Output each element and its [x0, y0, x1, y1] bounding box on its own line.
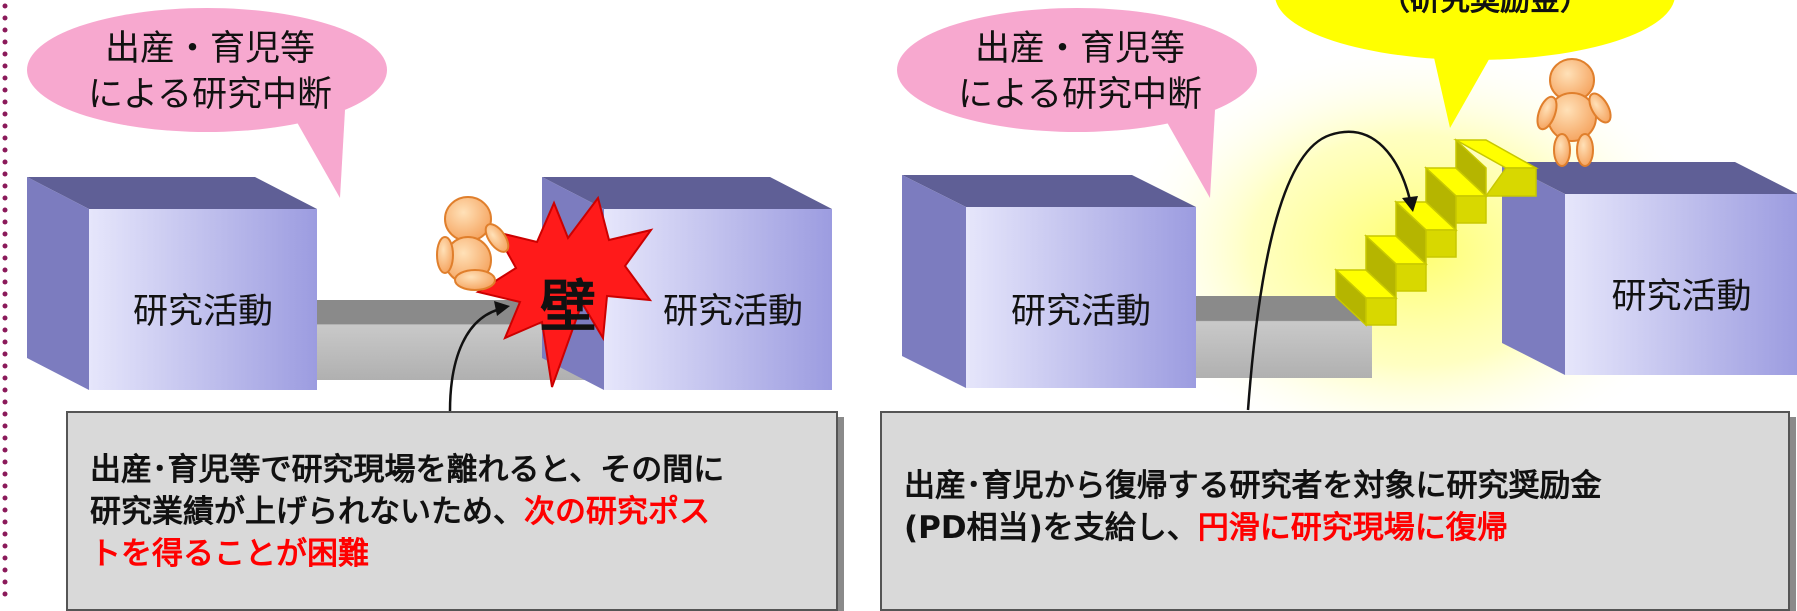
person-icon [1536, 58, 1612, 167]
left-bubble-line-1: 出産・育児等 [104, 29, 315, 69]
wall-label: 壁 [540, 275, 596, 340]
wall-burst [475, 195, 654, 388]
left-block-1-label: 研究活動 [132, 292, 273, 332]
left-note-box: 出産･育児等で研究現場を離れると、その間に 研究業績が上げられないため、次の研究… [66, 411, 838, 611]
right-note-line-2-normal: (PD相当)を支給し、 [904, 510, 1198, 546]
right-note-line-1: 出産･育児から復帰する研究者を対象に研究奨励金 [904, 468, 1602, 504]
left-note-line-2-red: 次の研究ポス [524, 494, 710, 530]
left-note-line-1: 出産･育児等で研究現場を離れると、その間に [90, 452, 725, 488]
left-bubble-line-2: による研究中断 [88, 75, 332, 115]
right-block-1-label: 研究活動 [1010, 292, 1151, 332]
right-bubble-text: 出産・育児等 による研究中断 [930, 26, 1230, 118]
right-top-bubble-text: （研究奨励金） [1380, 0, 1590, 18]
right-curved-arrow [1246, 130, 1418, 411]
left-note-line-2-normal: 研究業績が上げられないため、 [90, 494, 524, 530]
right-bubble-line-1: 出産・育児等 [974, 29, 1185, 69]
left-block-1 [27, 177, 317, 390]
left-curved-arrow [448, 301, 510, 412]
right-speech-bubble [897, 8, 1257, 198]
left-speech-bubble [27, 8, 387, 198]
right-note-line-2-red: 円滑に研究現場に復帰 [1197, 510, 1508, 546]
right-bubble-line-2: による研究中断 [958, 75, 1202, 115]
left-block-2-label: 研究活動 [662, 292, 803, 332]
right-block-1 [902, 175, 1196, 388]
right-note-line-2: (PD相当)を支給し、円滑に研究現場に復帰 [904, 507, 1768, 549]
right-top-bubble [1275, 0, 1675, 128]
dotted-border [2, 3, 8, 597]
left-note-line-3: トを得ることが困難 [90, 536, 369, 572]
right-block-2 [1502, 162, 1797, 375]
right-note-box: 出産･育児から復帰する研究者を対象に研究奨励金 (PD相当)を支給し、円滑に研究… [880, 411, 1790, 611]
right-block-2-label: 研究活動 [1611, 277, 1752, 317]
person-icon [436, 196, 510, 291]
left-bubble-text: 出産・育児等 による研究中断 [60, 26, 360, 118]
yellow-stairs [1334, 138, 1539, 327]
left-note-line-2: 研究業績が上げられないため、次の研究ポス [90, 491, 816, 533]
